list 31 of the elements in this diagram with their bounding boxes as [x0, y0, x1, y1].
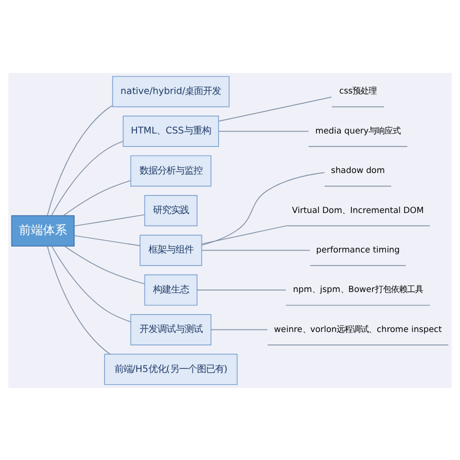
node-box: HTML、CSS与重构 [122, 115, 220, 146]
connector [74, 234, 140, 246]
node-box: 框架与组件 [140, 234, 202, 266]
connector [46, 245, 111, 354]
connector [63, 180, 131, 216]
connector [202, 249, 310, 250]
node-text: npm、jspm、Bower打包依赖工具 [293, 284, 423, 294]
node-box: 数据分析与监控 [130, 154, 212, 186]
connector [51, 245, 131, 322]
connector [196, 289, 286, 290]
node-box: 构建生态 [144, 274, 198, 306]
connector [218, 96, 332, 122]
connector [74, 214, 145, 226]
connector [51, 140, 124, 216]
node-box: 前端/H5优化(另一个图已有) [104, 353, 238, 385]
node-text: performance timing [316, 244, 400, 254]
node-box: 开发调试与测试 [130, 314, 212, 345]
connector [46, 104, 113, 216]
node-text: media query与响应式 [315, 124, 401, 135]
connector [201, 172, 325, 246]
connector [64, 245, 145, 284]
node-text: Virtual Dom、Incremental DOM [292, 204, 424, 214]
node-text: css预处理 [339, 85, 377, 96]
connector [202, 224, 286, 244]
connector [218, 130, 309, 132]
node-text: shadow dom [331, 164, 385, 175]
node-box: 前端体系 [11, 214, 75, 246]
node-box: native/hybrid/桌面开发 [112, 75, 230, 107]
node-box: 研究实践 [144, 194, 198, 226]
node-text: weinre、vorlon远程调试、chrome inspect [274, 323, 442, 334]
connector [210, 328, 268, 330]
